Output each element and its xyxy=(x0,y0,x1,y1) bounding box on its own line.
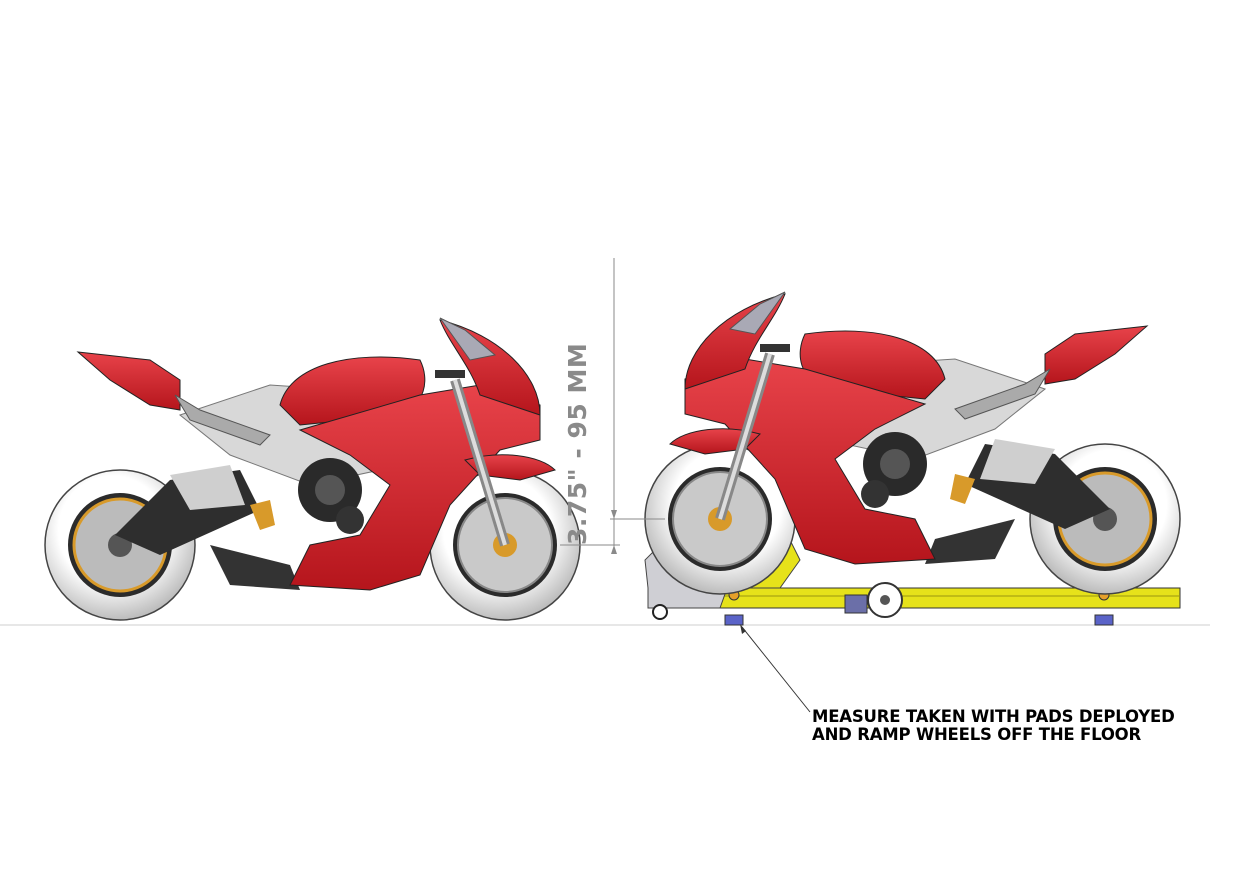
motorcycle-on-floor xyxy=(45,318,580,620)
height-dimension xyxy=(560,258,665,554)
note-line-1: MEASURE TAKEN WITH PADS DEPLOYED xyxy=(812,707,1175,726)
measurement-note: MEASURE TAKEN WITH PADS DEPLOYED AND RAM… xyxy=(812,708,1175,744)
note-leader xyxy=(740,624,811,713)
pad-front xyxy=(724,614,744,626)
pad-rear xyxy=(1094,614,1114,626)
motorcycle-on-ramp xyxy=(645,292,1180,594)
note-line-2: AND RAMP WHEELS OFF THE FLOOR xyxy=(812,725,1141,744)
dimension-label-text: 3.75" - 95 MM xyxy=(563,342,592,545)
